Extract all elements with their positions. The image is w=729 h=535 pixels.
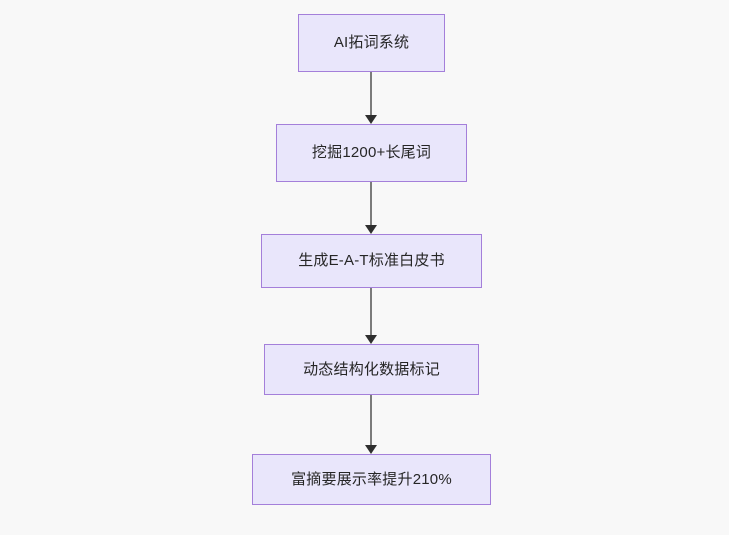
- flow-node-generate-eat-whitepaper[interactable]: 生成E-A-T标准白皮书: [261, 234, 482, 288]
- flow-node-ai-keyword-system[interactable]: AI拓词系统: [298, 14, 445, 72]
- flow-node-mine-longtail-keywords[interactable]: 挖掘1200+长尾词: [276, 124, 467, 182]
- arrow-head-icon-2: [365, 225, 377, 234]
- flow-node-dynamic-structured-data-markup[interactable]: 动态结构化数据标记: [264, 344, 479, 395]
- connector-line-2: [370, 182, 372, 225]
- flow-node-rich-snippet-impression-uplift[interactable]: 富摘要展示率提升210%: [252, 454, 491, 505]
- connector-line-3: [370, 288, 372, 335]
- connector-line-4: [370, 395, 372, 445]
- flow-node-label: AI拓词系统: [333, 34, 410, 51]
- flow-node-label: 富摘要展示率提升210%: [291, 470, 452, 488]
- flow-node-label: 动态结构化数据标记: [303, 360, 440, 378]
- arrow-head-icon-1: [365, 115, 377, 124]
- flow-node-label: 生成E-A-T标准白皮书: [298, 252, 445, 269]
- arrow-head-icon-3: [365, 335, 377, 344]
- flow-node-label: 挖掘1200+长尾词: [311, 144, 432, 161]
- connector-line-1: [370, 72, 372, 115]
- arrow-head-icon-4: [365, 445, 377, 454]
